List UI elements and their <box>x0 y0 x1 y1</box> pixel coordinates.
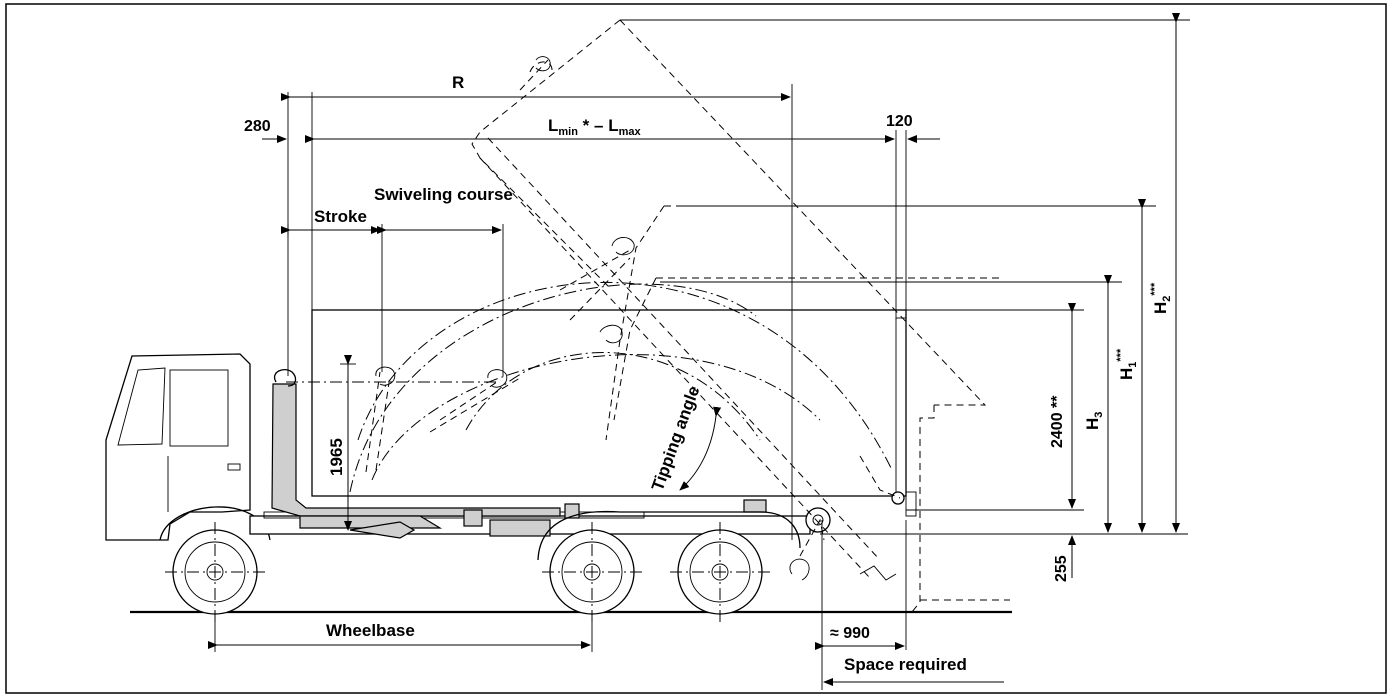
label-990: ≈ 990 <box>830 625 870 642</box>
hook-swivel-end <box>487 369 508 388</box>
label-280: 280 <box>244 118 271 135</box>
label-120: 120 <box>886 113 913 130</box>
rear-roller <box>805 507 831 533</box>
label-wheelbase: Wheelbase <box>326 621 415 640</box>
rear-roller-hub <box>812 514 824 526</box>
label-L: Lmin * – Lmax <box>548 116 641 138</box>
label-H3: H3 <box>1083 412 1105 430</box>
label-1965: 1965 <box>327 438 346 476</box>
rear-fender <box>537 510 801 561</box>
label-255: 255 <box>1053 555 1070 582</box>
hook-top <box>273 368 297 387</box>
label-H2: H2*** <box>1149 282 1173 314</box>
arc-inner <box>465 352 761 441</box>
rear-wheel-1 <box>542 522 642 622</box>
container-loaded <box>311 309 907 497</box>
chassis-bracket-2 <box>564 503 580 519</box>
hook-stroke-end <box>375 366 396 386</box>
label-R: R <box>452 73 464 92</box>
label-H1: H1*** <box>1115 348 1139 380</box>
label-2400: 2400 ** <box>1049 395 1066 448</box>
cab-side-window <box>169 369 229 447</box>
container-roller <box>891 491 905 505</box>
hydraulic-cylinder <box>349 521 416 539</box>
label-space-required: Space required <box>844 655 967 674</box>
chassis-bracket-1 <box>463 509 483 527</box>
hook-ground-2 <box>859 565 897 581</box>
arc-second <box>349 283 757 493</box>
chassis-tank <box>489 519 551 537</box>
hook-arm <box>271 383 561 517</box>
hook-ground-rear <box>789 558 810 581</box>
truck-cab <box>105 353 251 541</box>
label-swiveling-course: Swiveling course <box>374 185 513 204</box>
arc-outer <box>357 282 893 471</box>
front-wheel <box>165 522 265 622</box>
chassis-block <box>743 499 767 513</box>
label-stroke: Stroke <box>314 207 367 226</box>
truck <box>105 353 831 622</box>
rear-wheel-2 <box>670 522 770 622</box>
cab-windshield <box>117 367 166 446</box>
hook-mid-lower <box>599 324 623 344</box>
cab-door-handle <box>227 463 241 471</box>
arc-third <box>371 354 821 481</box>
hook-mid-upper <box>611 237 635 256</box>
dim-tipping-angle <box>679 406 722 491</box>
